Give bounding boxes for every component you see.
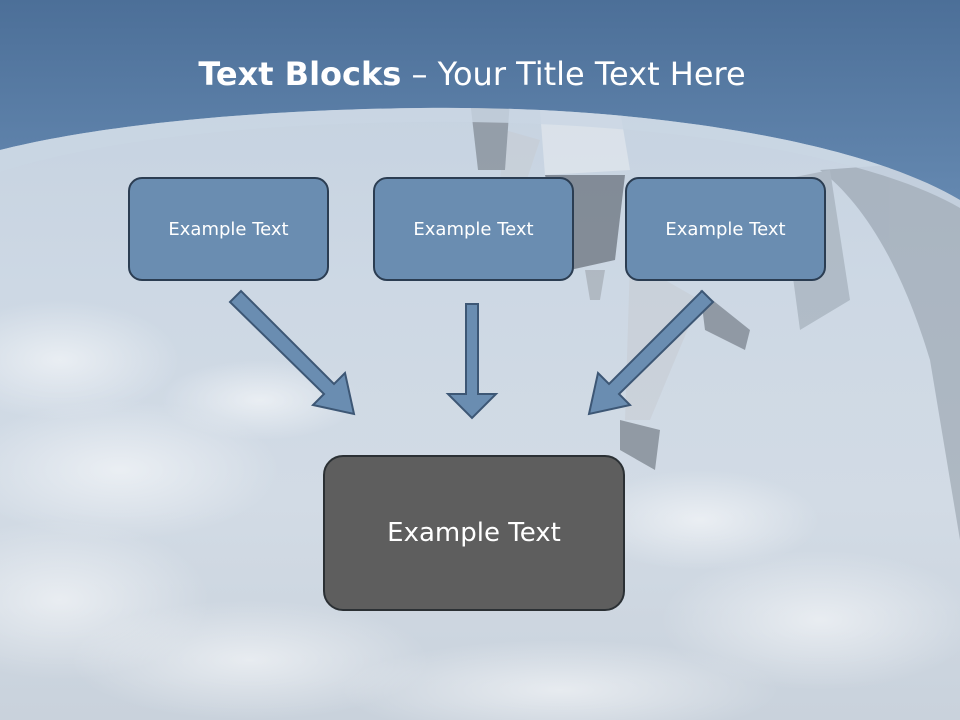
arrow-down-right-icon bbox=[228, 289, 356, 416]
result-block[interactable]: Example Text bbox=[323, 455, 625, 611]
text-block-3[interactable]: Example Text bbox=[625, 177, 826, 281]
title-rest: – Your Title Text Here bbox=[401, 55, 746, 93]
text-block-3-label: Example Text bbox=[665, 218, 786, 240]
text-block-1-label: Example Text bbox=[168, 218, 289, 240]
slide-title: Text Blocks – Your Title Text Here bbox=[0, 52, 944, 96]
text-block-2[interactable]: Example Text bbox=[373, 177, 574, 281]
arrow-down-icon bbox=[445, 303, 499, 420]
arrow-down-left-icon bbox=[587, 289, 715, 416]
title-bold: Text Blocks bbox=[198, 55, 402, 93]
text-block-1[interactable]: Example Text bbox=[128, 177, 329, 281]
result-block-label: Example Text bbox=[387, 518, 561, 548]
text-block-2-label: Example Text bbox=[413, 218, 534, 240]
